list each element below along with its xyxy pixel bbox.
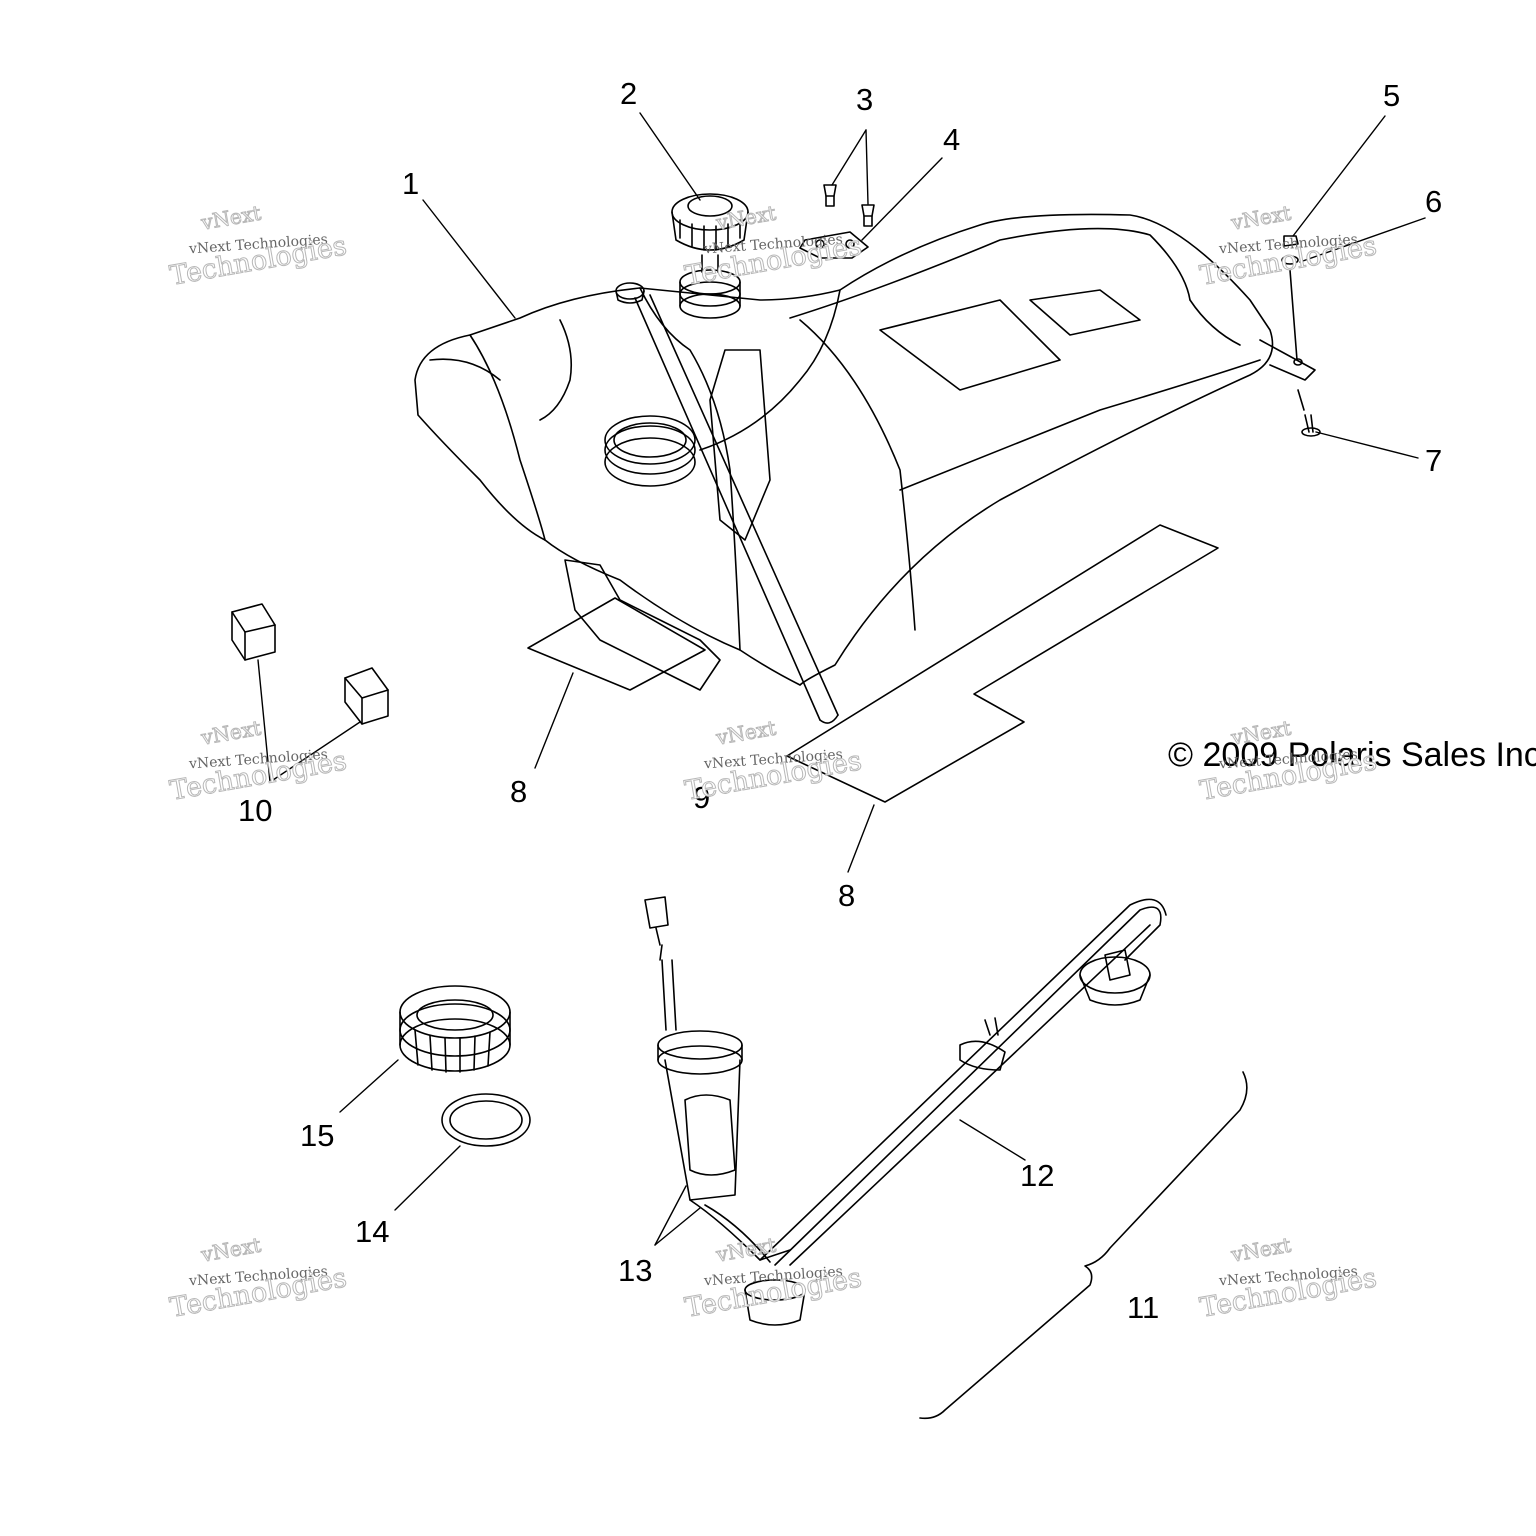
callout-7: 7 (1425, 443, 1443, 478)
vent-hose (634, 294, 839, 724)
callout-15: 15 (300, 1118, 335, 1153)
callout-1: 1 (402, 166, 420, 201)
tank-pads (527, 524, 1219, 803)
lock-ring (399, 985, 511, 1073)
callout-9: 9 (693, 780, 711, 815)
callout-3: 3 (856, 82, 874, 117)
callout-14: 14 (355, 1214, 390, 1249)
fastener-stack (1281, 235, 1321, 437)
fuel-pump-assembly (644, 896, 806, 1326)
fuel-tank (414, 213, 1316, 691)
leader-lines (257, 112, 1426, 1246)
callout-13: 13 (618, 1253, 653, 1288)
callout-12: 12 (1020, 1158, 1055, 1193)
callout-4: 4 (943, 122, 961, 157)
callout-5: 5 (1383, 78, 1401, 113)
bolts-and-bracket (799, 184, 875, 259)
callout-8-left: 8 (510, 774, 528, 809)
seal-ring (441, 1093, 531, 1147)
callout-11: 11 (1127, 1290, 1160, 1325)
callout-10: 10 (238, 793, 273, 828)
fuel-line-assembly (759, 898, 1167, 1266)
fuel-cap (671, 193, 749, 319)
assembly-bracket (919, 1071, 1248, 1420)
copyright-notice: © 2009 Polaris Sales Inc (1168, 738, 1536, 772)
callout-2: 2 (620, 76, 638, 111)
callout-8-right: 8 (838, 878, 856, 913)
foam-blocks (231, 603, 389, 725)
callout-6: 6 (1425, 184, 1443, 219)
